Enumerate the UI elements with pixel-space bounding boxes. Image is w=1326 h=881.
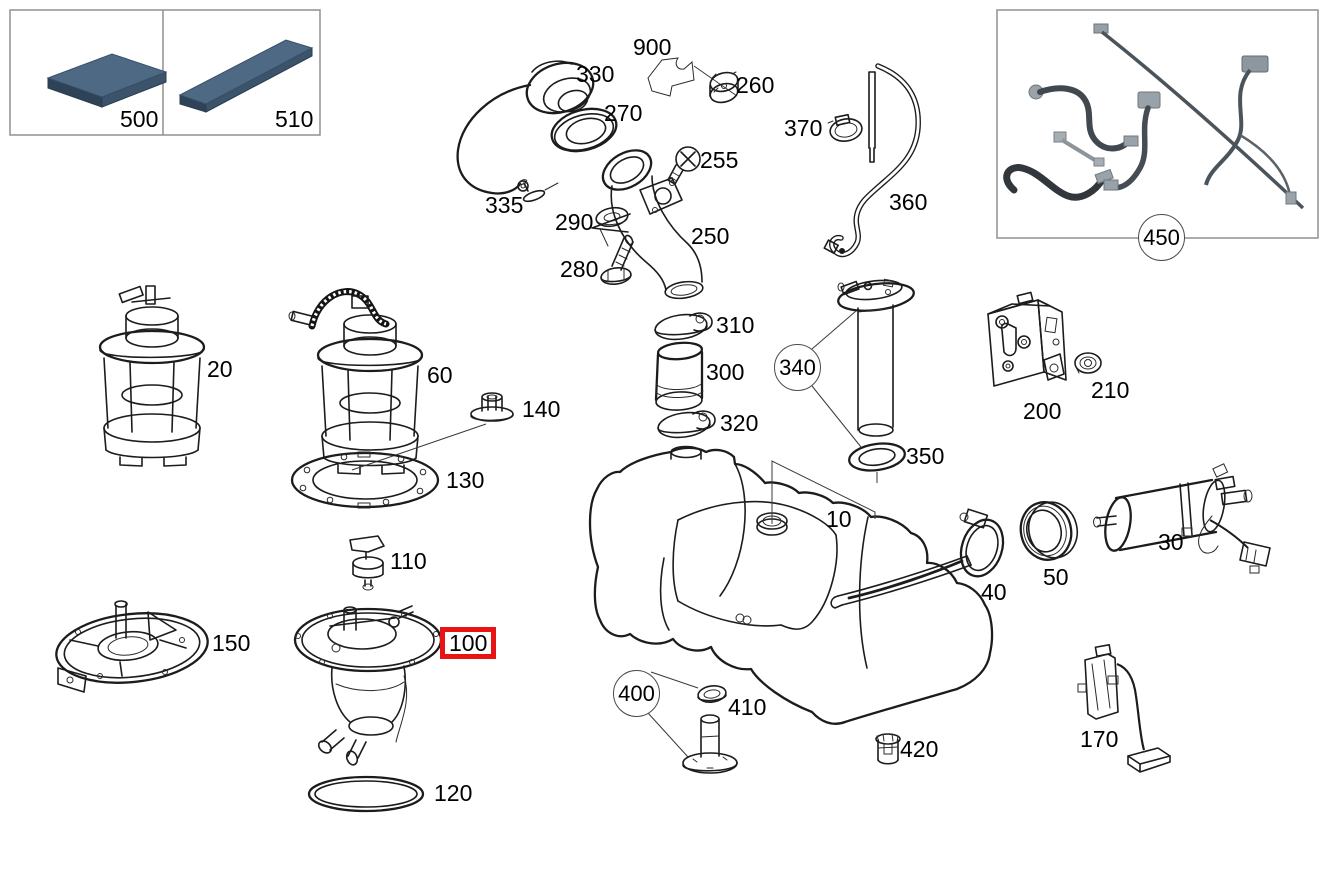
part-label-110[interactable]: 110 xyxy=(390,548,427,574)
part-110-valve[interactable] xyxy=(349,535,385,591)
part-330-fuel-cap[interactable] xyxy=(456,55,600,195)
part-60-pump-module[interactable] xyxy=(288,288,424,475)
part-label-255[interactable]: 255 xyxy=(700,147,739,173)
part-10-fuel-tank[interactable] xyxy=(588,445,994,725)
part-510-strip[interactable] xyxy=(178,39,314,113)
part-200-bracket[interactable] xyxy=(987,291,1067,387)
part-210-nut[interactable] xyxy=(1074,352,1102,374)
part-335-rivet[interactable] xyxy=(518,179,559,204)
part-label-250[interactable]: 250 xyxy=(691,223,730,249)
part-label-20[interactable]: 20 xyxy=(207,356,233,382)
hose-kit-art[interactable] xyxy=(1003,23,1305,210)
part-260-cap[interactable] xyxy=(708,70,740,106)
part-100-pump-assembly[interactable] xyxy=(293,605,443,766)
part-label-170[interactable]: 170 xyxy=(1080,726,1119,752)
part-370-clamp[interactable] xyxy=(827,113,864,144)
part-label-510[interactable]: 510 xyxy=(275,106,314,132)
part-label-410[interactable]: 410 xyxy=(728,694,767,720)
part-label-310[interactable]: 310 xyxy=(716,312,755,338)
part-label-30[interactable]: 30 xyxy=(1158,529,1184,555)
part-label-420[interactable]: 420 xyxy=(900,736,939,762)
part-280-bolt[interactable] xyxy=(600,234,634,286)
part-420-fitting[interactable] xyxy=(875,733,901,765)
part-label-50[interactable]: 50 xyxy=(1043,564,1069,590)
part-360-vent-pipe[interactable] xyxy=(823,63,921,258)
part-label-210[interactable]: 210 xyxy=(1091,377,1130,403)
part-label-200[interactable]: 200 xyxy=(1023,398,1062,424)
part-label-270[interactable]: 270 xyxy=(604,100,643,126)
part-140-flange-nut[interactable] xyxy=(351,392,514,471)
part-label-100-highlighted[interactable]: 100 xyxy=(440,627,497,659)
part-label-60[interactable]: 60 xyxy=(427,362,453,388)
part-label-900[interactable]: 900 xyxy=(633,34,672,60)
part-320-hose-clamp[interactable] xyxy=(657,409,716,440)
part-130-flange-ring[interactable] xyxy=(290,451,440,509)
part-150-flange-plate[interactable] xyxy=(53,600,211,693)
part-20-pump-module[interactable] xyxy=(98,285,206,467)
part-label-350[interactable]: 350 xyxy=(906,443,945,469)
part-label-290[interactable]: 290 xyxy=(555,209,594,235)
part-40-clamp[interactable] xyxy=(954,508,1010,582)
part-label-450-circled[interactable]: 450 xyxy=(1138,214,1185,261)
part-30-inline-pump[interactable] xyxy=(1093,463,1271,574)
part-500-pad[interactable] xyxy=(46,53,168,108)
part-label-360[interactable]: 360 xyxy=(889,189,928,215)
part-340-sender-tube[interactable] xyxy=(811,278,915,448)
part-label-130[interactable]: 130 xyxy=(446,467,485,493)
part-120-o-ring[interactable] xyxy=(307,775,425,813)
part-270-seal-ring[interactable] xyxy=(547,102,621,158)
part-label-340-circled[interactable]: 340 xyxy=(774,344,821,391)
part-label-10[interactable]: 10 xyxy=(826,506,852,532)
part-label-400-circled[interactable]: 400 xyxy=(613,670,660,717)
part-50-sleeve[interactable] xyxy=(1015,497,1083,565)
part-255-screw[interactable] xyxy=(667,146,701,185)
part-170-level-sensor[interactable] xyxy=(1077,644,1171,773)
inset-box-hose-kit xyxy=(996,9,1319,239)
part-label-140[interactable]: 140 xyxy=(522,396,561,422)
part-label-320[interactable]: 320 xyxy=(720,410,759,436)
part-400-filler-tube[interactable] xyxy=(647,671,738,774)
part-250-filler-neck[interactable] xyxy=(591,142,704,300)
part-label-260[interactable]: 260 xyxy=(736,72,775,98)
part-label-40[interactable]: 40 xyxy=(981,579,1007,605)
part-300-hose[interactable] xyxy=(654,341,704,411)
part-label-330[interactable]: 330 xyxy=(576,61,615,87)
part-label-300[interactable]: 300 xyxy=(706,359,745,385)
part-410-grommet[interactable] xyxy=(697,684,727,704)
part-label-500[interactable]: 500 xyxy=(120,106,159,132)
part-label-370[interactable]: 370 xyxy=(784,115,823,141)
part-label-120[interactable]: 120 xyxy=(434,780,473,806)
part-900-outline[interactable] xyxy=(647,57,738,97)
part-label-335[interactable]: 335 xyxy=(485,192,524,218)
part-310-hose-clamp[interactable] xyxy=(654,311,713,342)
part-label-150[interactable]: 150 xyxy=(212,630,251,656)
part-label-280[interactable]: 280 xyxy=(560,256,599,282)
part-350-seal-ring[interactable] xyxy=(847,440,906,483)
